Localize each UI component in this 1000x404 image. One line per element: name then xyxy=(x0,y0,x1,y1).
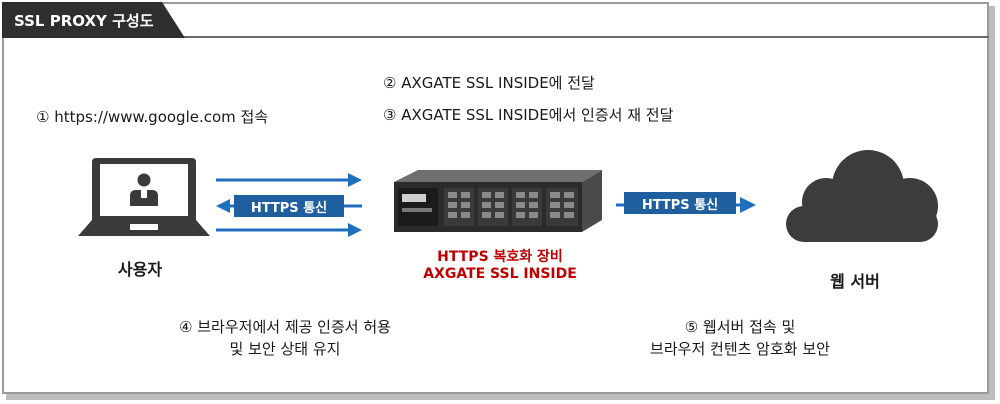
user-label: 사용자 xyxy=(117,260,163,279)
laptop-user-icon xyxy=(78,158,210,236)
web-server-label: 웹 서버 xyxy=(830,272,880,291)
step-5-text-line1: ⑤ 웹서버 접속 및 xyxy=(684,318,796,336)
cloud-server-icon xyxy=(786,150,938,242)
step-5-text-line2: 브라우저 컨텐츠 암호화 보안 xyxy=(650,340,830,358)
frame-shadow-bottom xyxy=(6,394,995,400)
title-underline xyxy=(2,36,989,38)
step-1-text: ① https://www.google.com 접속 xyxy=(36,108,269,126)
step-3-text: ③ AXGATE SSL INSIDE에서 인증서 재 전달 xyxy=(383,106,674,124)
device-label-line1: HTTPS 복호화 장비 xyxy=(437,249,563,265)
left-https-badge: HTTPS 통신 xyxy=(234,195,344,217)
step-2-text: ② AXGATE SSL INSIDE에 전달 xyxy=(383,74,595,92)
ssl-appliance-icon xyxy=(394,170,602,232)
step-4-text-line1: ④ 브라우저에서 제공 인증서 허용 xyxy=(179,318,391,336)
step-4-text-line2: 및 보안 상태 유지 xyxy=(229,340,341,358)
device-label-line2: AXGATE SSL INSIDE xyxy=(423,266,577,282)
right-https-badge: HTTPS 통신 xyxy=(624,192,736,214)
frame-shadow-right xyxy=(989,6,995,398)
diagram-title: SSL PROXY 구성도 xyxy=(2,2,185,38)
